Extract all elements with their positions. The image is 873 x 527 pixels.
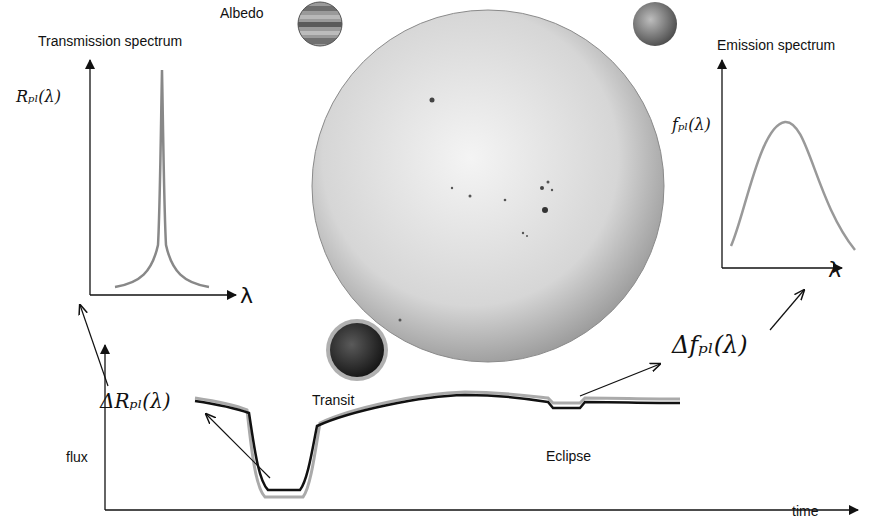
transmission-plot	[90, 60, 236, 295]
banded-planet	[296, 2, 344, 46]
reflecting-planet	[633, 2, 677, 46]
albedo-label: Albedo	[220, 6, 264, 21]
axis-label: Rₚₗ(λ)	[16, 88, 61, 106]
axis-label: fₚₗ(λ)	[672, 116, 711, 134]
emission-plot	[722, 60, 855, 268]
star	[312, 10, 664, 362]
transit-depth-label: ΔRₚₗ(λ)	[100, 390, 171, 412]
transiting-planet	[326, 319, 388, 381]
event-label: Transit	[312, 393, 354, 408]
axis-label: λ	[240, 284, 253, 308]
eclipse-depth-label: Δfₚₗ(λ)	[672, 332, 748, 358]
plot-title: Emission spectrum	[717, 38, 835, 53]
event-label: Eclipse	[546, 449, 591, 464]
axis-label: time	[792, 504, 818, 519]
light-curve	[105, 345, 858, 510]
plot-title: Transmission spectrum	[38, 34, 182, 49]
axis-label: flux	[66, 450, 88, 465]
axis-label: λ	[828, 258, 841, 282]
leader-arrows	[80, 290, 804, 478]
